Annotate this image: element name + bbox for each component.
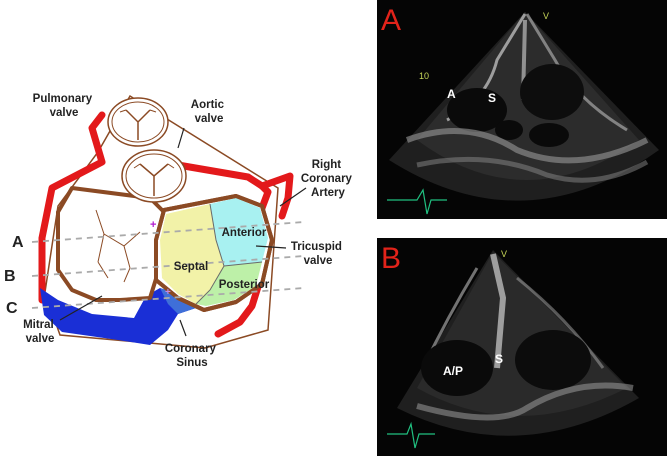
- mitral-valve-ring: [56, 186, 170, 302]
- echo-panel-b: B A/P S V: [377, 238, 667, 456]
- aortic-valve-shape: [121, 149, 187, 203]
- anterior-leaflet-label: Anterior: [222, 227, 267, 239]
- echo-depth-mark: 10: [419, 71, 430, 81]
- echo-label-s-b: S: [495, 352, 504, 366]
- echo-marker-b: V: [501, 249, 508, 259]
- tricuspid-leader-line: [255, 245, 287, 249]
- rca-leader-line: [279, 187, 307, 207]
- plane-a-line: [31, 221, 305, 243]
- right-coronary-artery-label: Right Coronary Artery: [301, 159, 355, 199]
- aortic-leader-line: [177, 127, 185, 149]
- mitral-leaflet-lines: [95, 209, 141, 283]
- plane-c-line: [31, 287, 305, 309]
- outer-heart-outline: [44, 94, 279, 349]
- echo-image-a: [387, 12, 659, 215]
- mitral-leader-line: [59, 295, 103, 321]
- pulmonary-valve-label: Pulmonary valve: [33, 93, 96, 119]
- echo-label-ap: A/P: [443, 364, 464, 378]
- aortic-plus-marker: +: [150, 219, 156, 231]
- plane-b-line: [31, 255, 305, 277]
- plane-label-c: C: [6, 300, 18, 317]
- artery-vessel-upper: [38, 111, 106, 304]
- pulmonary-valve-shape: [107, 97, 169, 147]
- leaflet-coaptation-lines: [195, 203, 263, 305]
- echo-marker-a: V: [543, 11, 550, 21]
- aortic-valve-label: Aortic valve: [191, 99, 227, 125]
- anterior-leaflet: [210, 198, 268, 266]
- coronary-sinus-label: Coronary Sinus: [165, 343, 219, 369]
- plane-label-a: A: [12, 234, 24, 251]
- echo-panel-b-letter: B: [381, 242, 402, 275]
- rca-branch-top: [258, 172, 294, 220]
- mitral-valve-label: Mitral valve: [23, 319, 57, 345]
- echo-label-a: A: [447, 87, 456, 101]
- echo-image-b: [387, 250, 639, 449]
- echo-label-s: S: [488, 91, 497, 105]
- sinus-leader-line: [179, 319, 187, 337]
- tricuspid-anatomy-diagram: + + A B C Pulmonary valve Aortic valve R…: [4, 93, 355, 369]
- septal-leaflet-label: Septal: [174, 261, 209, 273]
- plane-label-b: B: [4, 268, 16, 285]
- echo-panel-a-letter: A: [381, 4, 402, 37]
- echo-panel-a: A A S 10 V: [377, 0, 667, 219]
- sinus-plus-marker: +: [165, 287, 171, 298]
- tricuspid-valve-label: Tricuspid valve: [291, 241, 345, 267]
- posterior-leaflet-label: Posterior: [219, 279, 270, 291]
